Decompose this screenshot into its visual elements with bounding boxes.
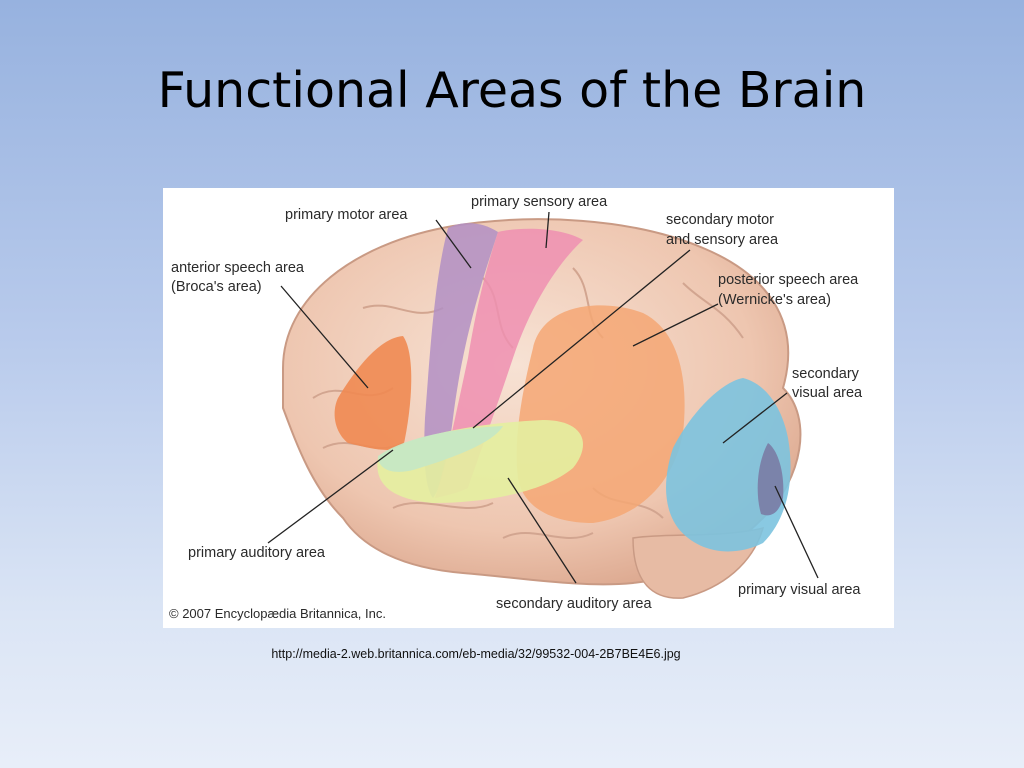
label-primary-auditory: primary auditory area [188, 545, 325, 561]
slide-title: Functional Areas of the Brain [157, 62, 867, 119]
label-anterior-speech-line1: anterior speech area [171, 260, 304, 276]
leader-lines [267, 211, 819, 584]
brain-illustration [267, 211, 819, 599]
label-secondary-auditory: secondary auditory area [496, 596, 652, 612]
label-primary-motor: primary motor area [285, 207, 408, 223]
label-secondary-visual-line1: secondary [792, 366, 859, 382]
brain-diagram: primary motor area primary sensory area … [163, 188, 894, 628]
primary-auditory-region [378, 426, 503, 472]
label-posterior-speech-line1: posterior speech area [718, 272, 859, 288]
copyright-notice: © 2007 Encyclopædia Britannica, Inc. [169, 606, 386, 621]
primary-motor-region [424, 223, 498, 498]
label-primary-visual: primary visual area [738, 582, 861, 598]
label-posterior-speech-line2: (Wernicke's area) [718, 292, 831, 308]
broca-region [334, 336, 412, 451]
primary-visual-region [757, 443, 784, 516]
label-secondary-motor-line2: and sensory area [666, 232, 779, 248]
label-secondary-visual-line2: visual area [792, 385, 863, 401]
secondary-visual-region [666, 378, 791, 552]
label-primary-sensory: primary sensory area [471, 194, 608, 210]
label-anterior-speech-line2: (Broca's area) [171, 279, 262, 295]
label-secondary-motor-line1: secondary motor [666, 212, 774, 228]
source-url: http://media-2.web.britannica.com/eb-med… [271, 647, 681, 661]
